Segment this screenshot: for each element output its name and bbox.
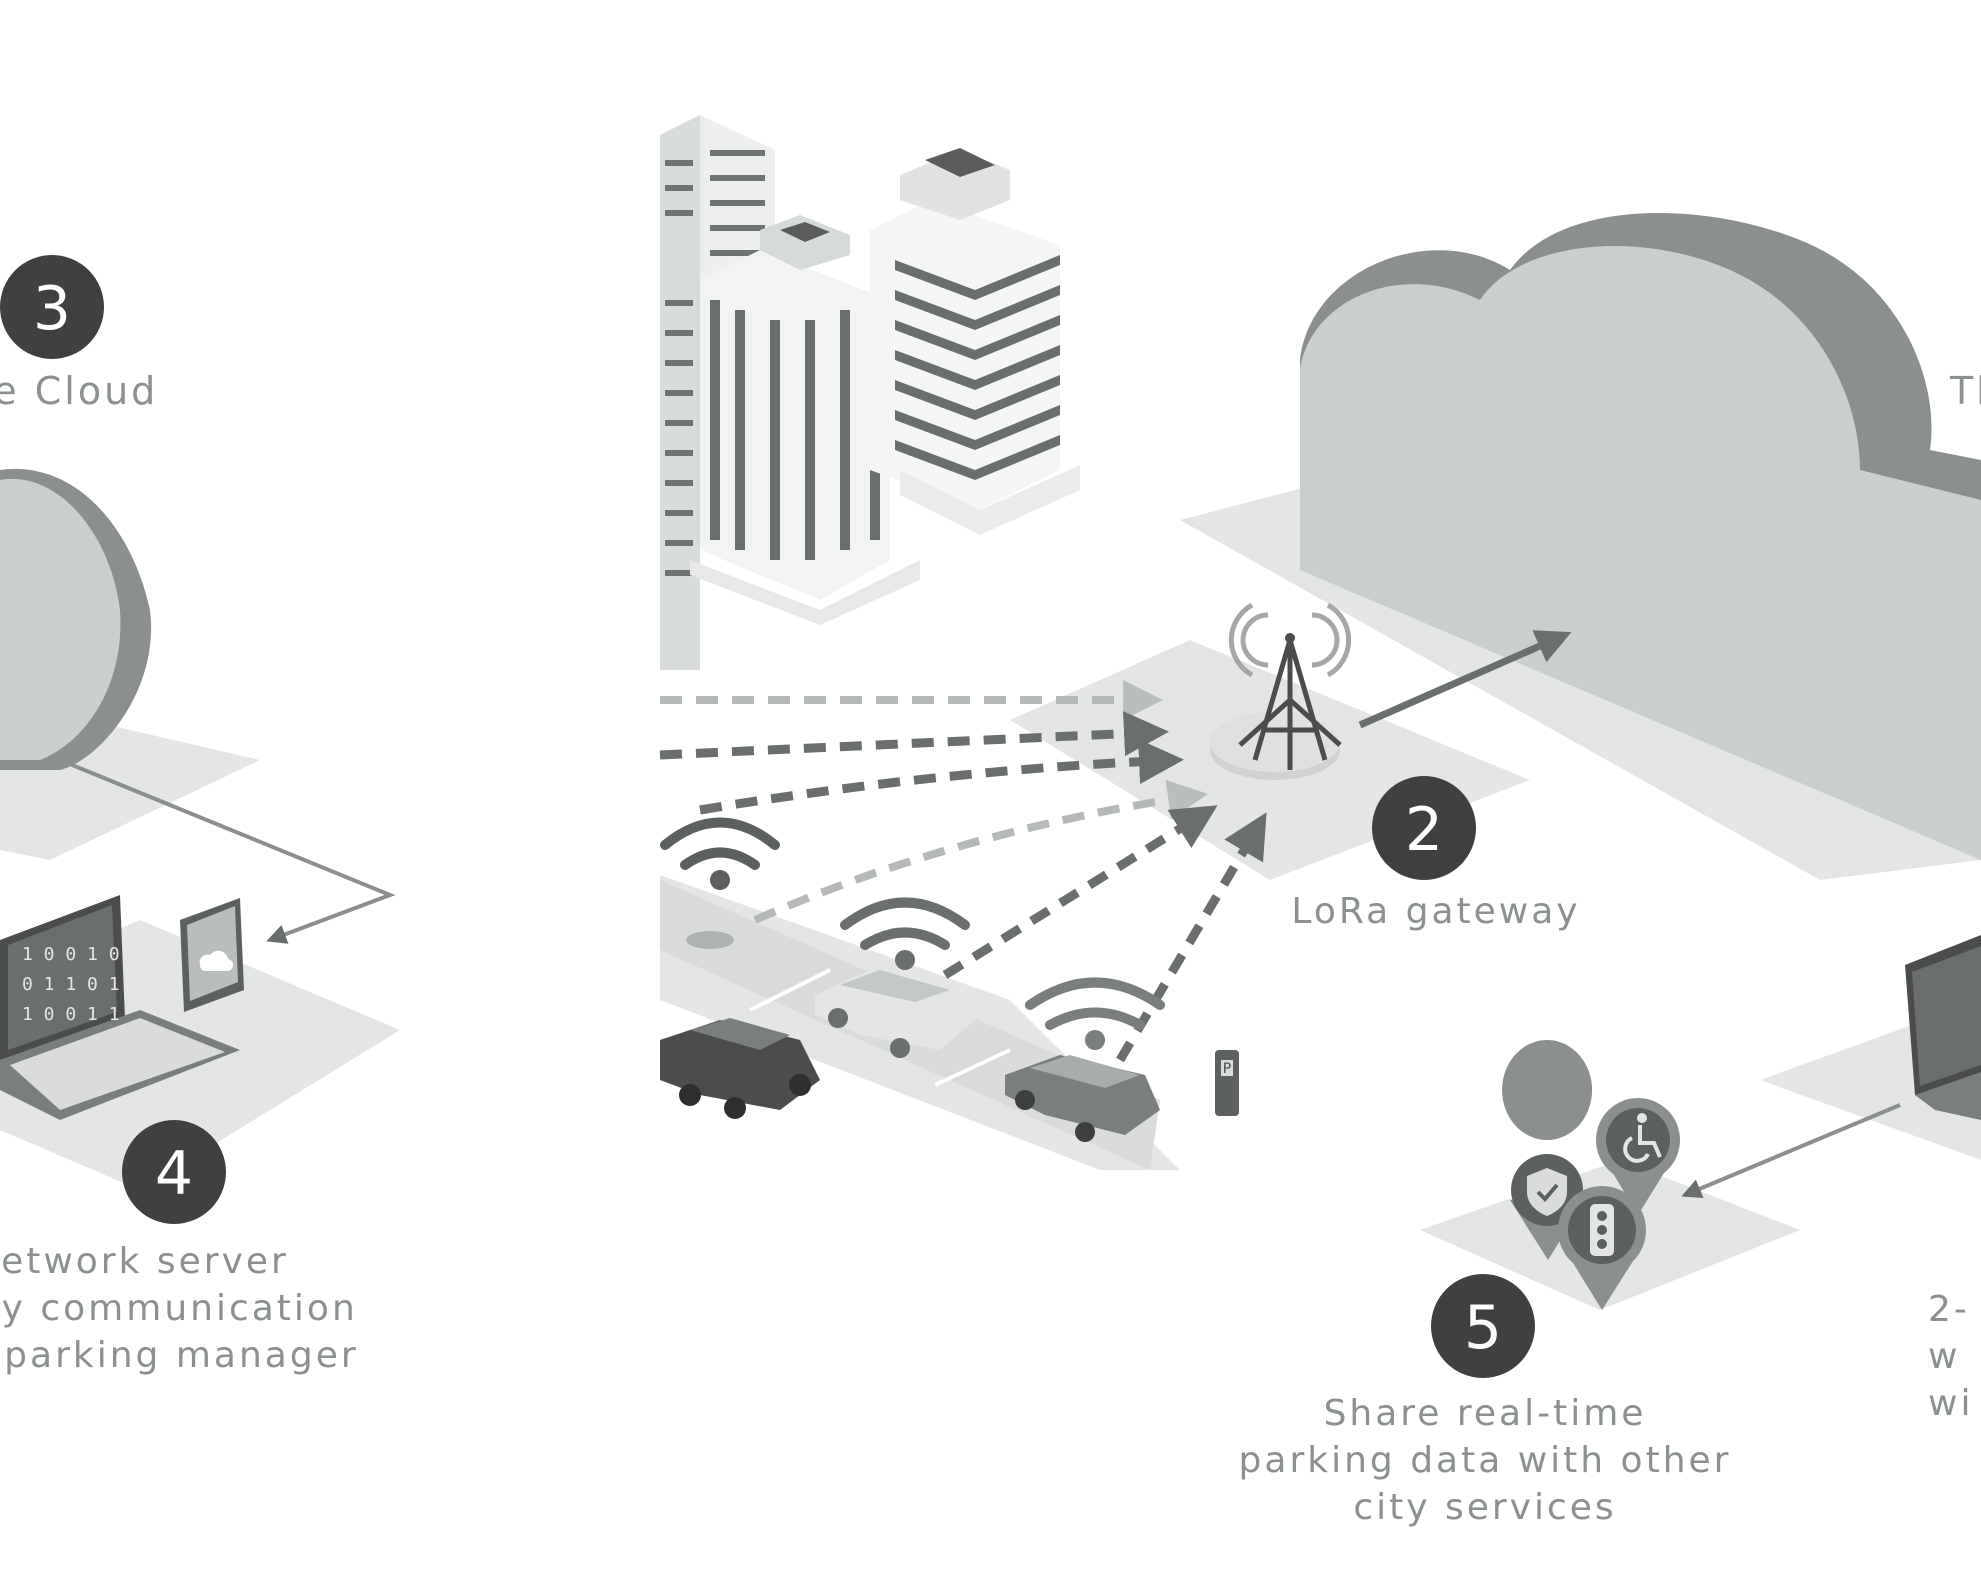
step-badge-3: 3 bbox=[0, 255, 104, 359]
share-arrow bbox=[1681, 1103, 1901, 1199]
step-3-label: The Cloud bbox=[0, 369, 159, 413]
wheelchair-pin-icon bbox=[1596, 1098, 1680, 1215]
svg-text:1 0 0 1 1: 1 0 0 1 1 bbox=[22, 1004, 120, 1025]
step-badge-5: 5 bbox=[1431, 1274, 1535, 1378]
radio-signals bbox=[659, 680, 1267, 1063]
traffic-light-pin-icon bbox=[1558, 1186, 1646, 1310]
right-line-2: wi bbox=[1928, 1383, 1974, 1424]
uplink-arrow bbox=[1358, 630, 1572, 729]
svg-text:P: P bbox=[1223, 1061, 1231, 1077]
step-badge-2: 2 bbox=[1372, 776, 1476, 880]
right-line-1: 2-w bbox=[1928, 1289, 1970, 1377]
tablet-icon bbox=[180, 898, 244, 1012]
downlink-arrow bbox=[59, 758, 396, 944]
laptop-icon: 1 0 0 1 0 0 1 1 0 1 1 0 0 1 1 bbox=[0, 895, 240, 1120]
lora-gateway-tower bbox=[1210, 602, 1352, 780]
wifi-signal-icon bbox=[660, 817, 1165, 1050]
step-4-label: Network server 2-way communication with … bbox=[0, 1238, 390, 1379]
step-5-line-1: Share real-time bbox=[1323, 1393, 1647, 1434]
step-5-line-3: city services bbox=[1353, 1487, 1617, 1528]
svg-text:3: 3 bbox=[33, 274, 71, 344]
step-4-line-3: with parking manager bbox=[0, 1335, 359, 1376]
cloud-icon bbox=[1300, 212, 1981, 861]
svg-text:5: 5 bbox=[1464, 1293, 1502, 1363]
svg-text:0 1 1 0 1: 0 1 1 0 1 bbox=[22, 974, 120, 995]
step-4-line-1: Network server bbox=[0, 1241, 289, 1282]
step-5-label: Share real-time parking data with other … bbox=[1225, 1390, 1745, 1531]
car-icon bbox=[815, 970, 975, 1058]
car-icon bbox=[1005, 1055, 1160, 1142]
cloud-icon bbox=[0, 468, 152, 770]
step-badge-4: 4 bbox=[122, 1120, 226, 1224]
step-2-label: LoRa gateway bbox=[1291, 891, 1581, 932]
city-buildings bbox=[660, 115, 1080, 670]
right-cloud-label-cropped: Th bbox=[1950, 369, 1981, 413]
parking-meter-icon: P bbox=[1215, 1050, 1239, 1116]
svg-text:2: 2 bbox=[1405, 795, 1443, 865]
step-4-line-2: 2-way communication bbox=[0, 1288, 358, 1329]
right-laptop-label-cropped: 2-w wi bbox=[1928, 1286, 1981, 1427]
city-services-pins bbox=[1502, 1039, 1680, 1310]
car-icon bbox=[660, 1018, 820, 1119]
svg-text:1 0 0 1 0: 1 0 0 1 0 bbox=[22, 944, 120, 965]
step-5-line-2: parking data with other bbox=[1238, 1440, 1732, 1481]
svg-text:4: 4 bbox=[155, 1139, 193, 1209]
laptop-icon bbox=[1905, 935, 1981, 1120]
